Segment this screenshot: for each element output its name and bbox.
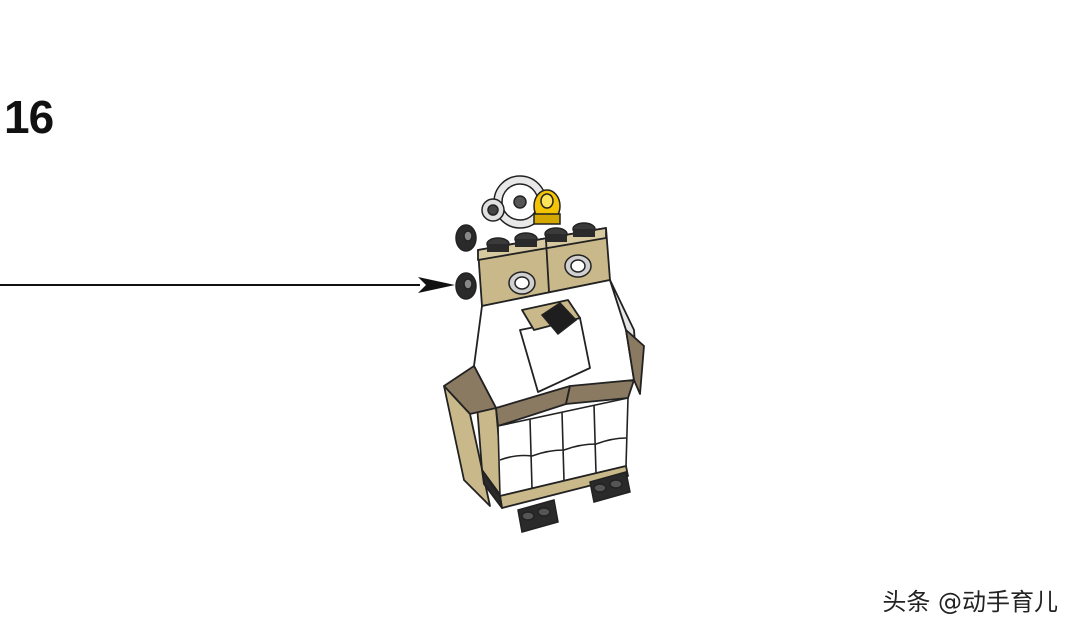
- eyes-icon: [508, 254, 592, 295]
- pointer-arrow-icon: [0, 277, 455, 293]
- side-pegs-icon: [455, 224, 477, 300]
- base-plate: [481, 465, 629, 509]
- watermark: 头条 @动手育儿: [882, 588, 1058, 616]
- beak-icon: [540, 302, 578, 336]
- gear-cluster-icon: [481, 175, 547, 229]
- wing-blocks: [495, 379, 635, 427]
- pointer-arrow-head: [418, 277, 455, 293]
- head-studs-icon: [486, 222, 596, 252]
- body-block: [443, 279, 645, 507]
- feet-icon: [517, 471, 631, 533]
- yellow-knob-icon: [533, 189, 561, 225]
- lego-penguin-model-icon: [443, 175, 645, 533]
- step-number: 16: [4, 91, 54, 143]
